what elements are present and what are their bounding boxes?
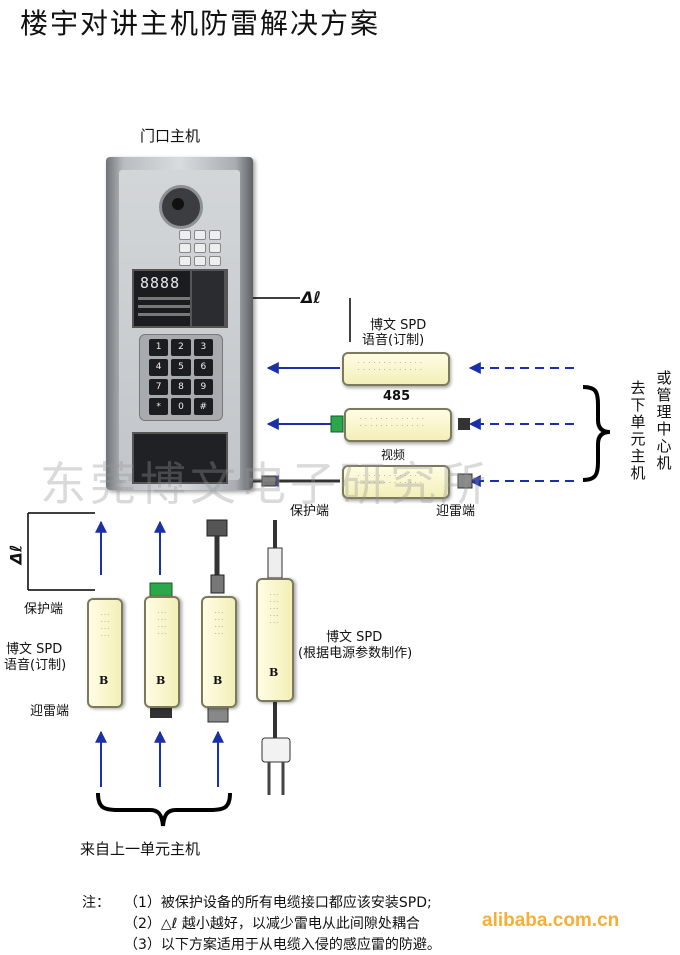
left-spd-label-line1: 博文 SPD xyxy=(6,642,63,657)
small-key[interactable] xyxy=(194,256,206,266)
display-digits: 8888 xyxy=(140,274,181,292)
small-key[interactable] xyxy=(194,243,206,253)
spd-vertical-2: · · ·· · ·· · ·· · · B xyxy=(144,596,180,708)
keypad-key[interactable]: 9 xyxy=(193,378,213,396)
spd-voice-top: · · · · · · · · · · · · ·· · · · · · · ·… xyxy=(342,352,450,386)
power-spd-label-line2: (根据电源参数制作) xyxy=(298,646,413,661)
page-title: 楼宇对讲主机防雷解决方案 xyxy=(20,7,381,40)
terminal-485-right xyxy=(458,418,470,430)
keypad-key[interactable]: 0 xyxy=(171,398,191,415)
power-plug-body xyxy=(261,737,291,763)
camera-icon xyxy=(159,185,203,229)
label-485: 485 xyxy=(383,389,411,404)
small-key[interactable] xyxy=(179,230,191,240)
spd-brand-mark: B xyxy=(156,674,166,687)
keypad-key[interactable]: 1 xyxy=(149,339,169,356)
power-spd-label-line1: 博文 SPD xyxy=(326,630,383,645)
small-key[interactable] xyxy=(179,256,191,266)
bnc-lower-connector xyxy=(210,574,225,594)
spd-vertical-3: · · ·· · ·· · ·· · · B xyxy=(201,596,237,708)
small-key[interactable] xyxy=(194,230,206,240)
spd-brand-mark: B xyxy=(99,674,109,687)
terminal-green-top xyxy=(149,582,173,598)
small-key[interactable] xyxy=(179,243,191,253)
keypad-key[interactable]: 4 xyxy=(149,358,169,376)
right-brace xyxy=(582,385,611,482)
label-video: 视频 xyxy=(381,448,406,462)
note-2: （2）△ℓ 越小越好，以减少雷电从此间隙处耦合 xyxy=(124,916,420,932)
keypad-key[interactable]: # xyxy=(193,398,213,415)
spd-brand-mark: B xyxy=(213,674,223,687)
video-connector xyxy=(261,475,277,487)
top-spd-label-line2: 语音(订制) xyxy=(362,333,425,348)
left-lightning-end-label: 迎雷端 xyxy=(30,704,70,719)
bottom-brace xyxy=(96,792,232,827)
top-lightning-end-label: 迎雷端 xyxy=(436,504,476,519)
spd-video-top: · · · · · · · · · · · · ·· · · · · · · ·… xyxy=(342,465,450,499)
note-1: （1）被保护设备的所有电缆接口都应该安装SPD; xyxy=(124,895,432,911)
delta-l-left: Δℓ xyxy=(6,544,26,565)
spd-power: · · ·· · ·· · ·· · ·· · · B xyxy=(256,578,294,702)
spd-vertical-1: · · ·· · ·· · ·· · · B xyxy=(87,598,123,708)
notes-prefix: 注： xyxy=(82,895,110,911)
site-watermark: alibaba.com.cn xyxy=(482,910,620,931)
bnc-top-connector xyxy=(206,519,228,537)
display-side-panel xyxy=(190,269,226,328)
keypad-key[interactable]: 2 xyxy=(171,339,191,356)
small-key[interactable] xyxy=(209,230,221,240)
label-to-next-unit: 去下单元主机 xyxy=(630,379,646,482)
left-spd-label-line2: 语音(订制) xyxy=(4,658,67,673)
left-protect-end-label: 保护端 xyxy=(24,602,64,617)
card-reader xyxy=(132,432,228,484)
top-spd-label-line1: 博文 SPD xyxy=(370,318,427,333)
terminal-485-left xyxy=(330,415,344,433)
spd-485-top: · · · · · · · · · · · · ·· · · · · · · ·… xyxy=(344,408,452,442)
small-key[interactable] xyxy=(209,243,221,253)
top-protect-end-label: 保护端 xyxy=(290,504,330,519)
small-keypad xyxy=(179,230,221,266)
camera-lens-icon xyxy=(172,198,184,210)
keypad-key[interactable]: 8 xyxy=(171,378,191,396)
keypad-key[interactable]: 5 xyxy=(171,358,191,376)
keypad-key[interactable]: 7 xyxy=(149,378,169,396)
label-or-management: 或管理中心机 xyxy=(656,369,672,472)
door-station-label: 门口主机 xyxy=(140,127,201,145)
power-strain-top xyxy=(267,547,283,579)
keypad-key[interactable]: * xyxy=(149,398,169,415)
from-upstream-label: 来自上一单元主机 xyxy=(80,840,201,858)
delta-l-top: Δℓ xyxy=(301,288,321,307)
video-spd-right-connector xyxy=(457,473,473,489)
spd-brand-mark: B xyxy=(269,666,279,679)
small-key[interactable] xyxy=(209,256,221,266)
keypad-key[interactable]: 6 xyxy=(193,358,213,376)
keypad-key[interactable]: 3 xyxy=(193,339,213,356)
note-3: （3）以下方案适用于从电缆入侵的感应雷的防避。 xyxy=(124,937,441,953)
